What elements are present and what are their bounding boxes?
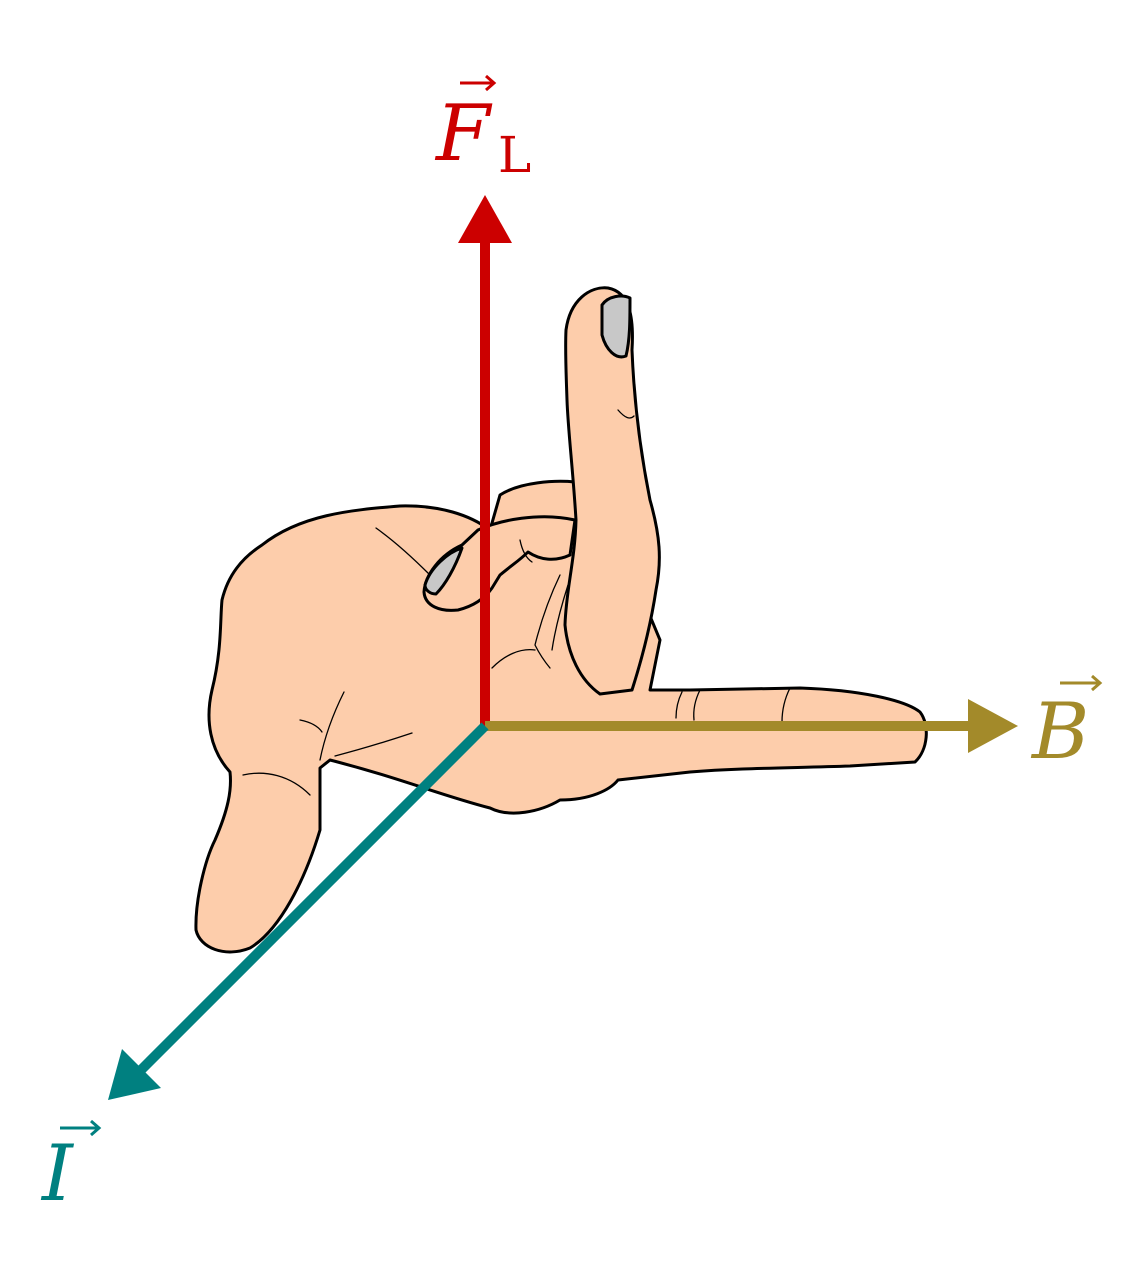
upright-finger-nail — [600, 294, 632, 359]
field-vector — [485, 699, 1018, 753]
current-arrowhead — [108, 1049, 161, 1100]
vector-arrow-icon — [1060, 674, 1103, 692]
force-label: F L — [434, 74, 531, 184]
field-symbol: B — [1030, 687, 1089, 777]
upright-finger — [563, 286, 661, 696]
force-symbol: F — [434, 89, 493, 179]
left-hand-rule-icon — [194, 286, 928, 954]
force-subscript: L — [498, 126, 531, 184]
current-label: I — [40, 1119, 102, 1219]
folded-finger — [422, 515, 577, 612]
palm-shape — [194, 479, 928, 954]
current-vector — [108, 722, 489, 1100]
hand-creases — [242, 409, 791, 796]
force-arrowhead — [458, 195, 512, 243]
current-symbol: I — [40, 1129, 75, 1219]
folded-finger-nail — [423, 546, 464, 596]
vector-arrow-icon — [60, 1119, 102, 1137]
vector-arrow-icon — [460, 74, 497, 92]
field-arrowhead — [968, 699, 1018, 753]
force-vector — [458, 195, 512, 726]
field-label: B — [1030, 674, 1103, 777]
